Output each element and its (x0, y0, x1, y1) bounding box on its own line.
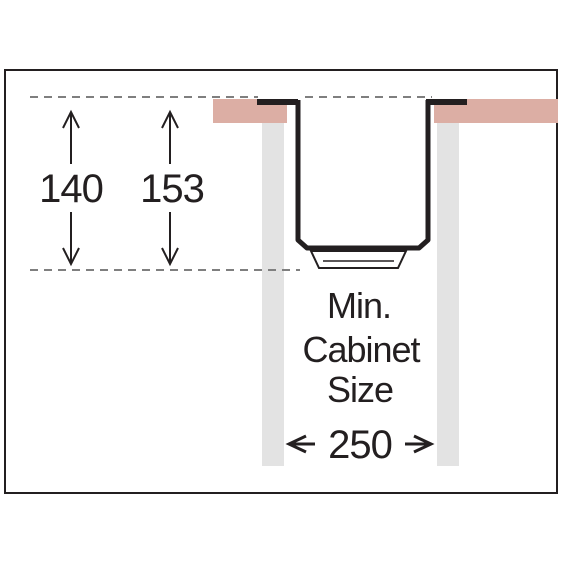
sink-bowl (257, 99, 467, 269)
cabinet-label-line2: Cabinet (302, 329, 420, 370)
cabinet-wall-left (262, 116, 284, 466)
dimension-arrow-140 (62, 109, 80, 267)
dimension-label-140: 140 (39, 167, 103, 211)
cabinet-wall-right (437, 116, 459, 466)
dimension-arrow-250 (285, 434, 435, 454)
dimension-label-250: 250 (328, 423, 392, 467)
dimension-arrow-153 (161, 109, 179, 267)
cabinet-label-line1: Min. (327, 285, 391, 326)
sink-drain (309, 250, 408, 269)
dimension-label-153: 153 (140, 167, 204, 211)
cabinet-label-line3: Size (327, 369, 393, 410)
